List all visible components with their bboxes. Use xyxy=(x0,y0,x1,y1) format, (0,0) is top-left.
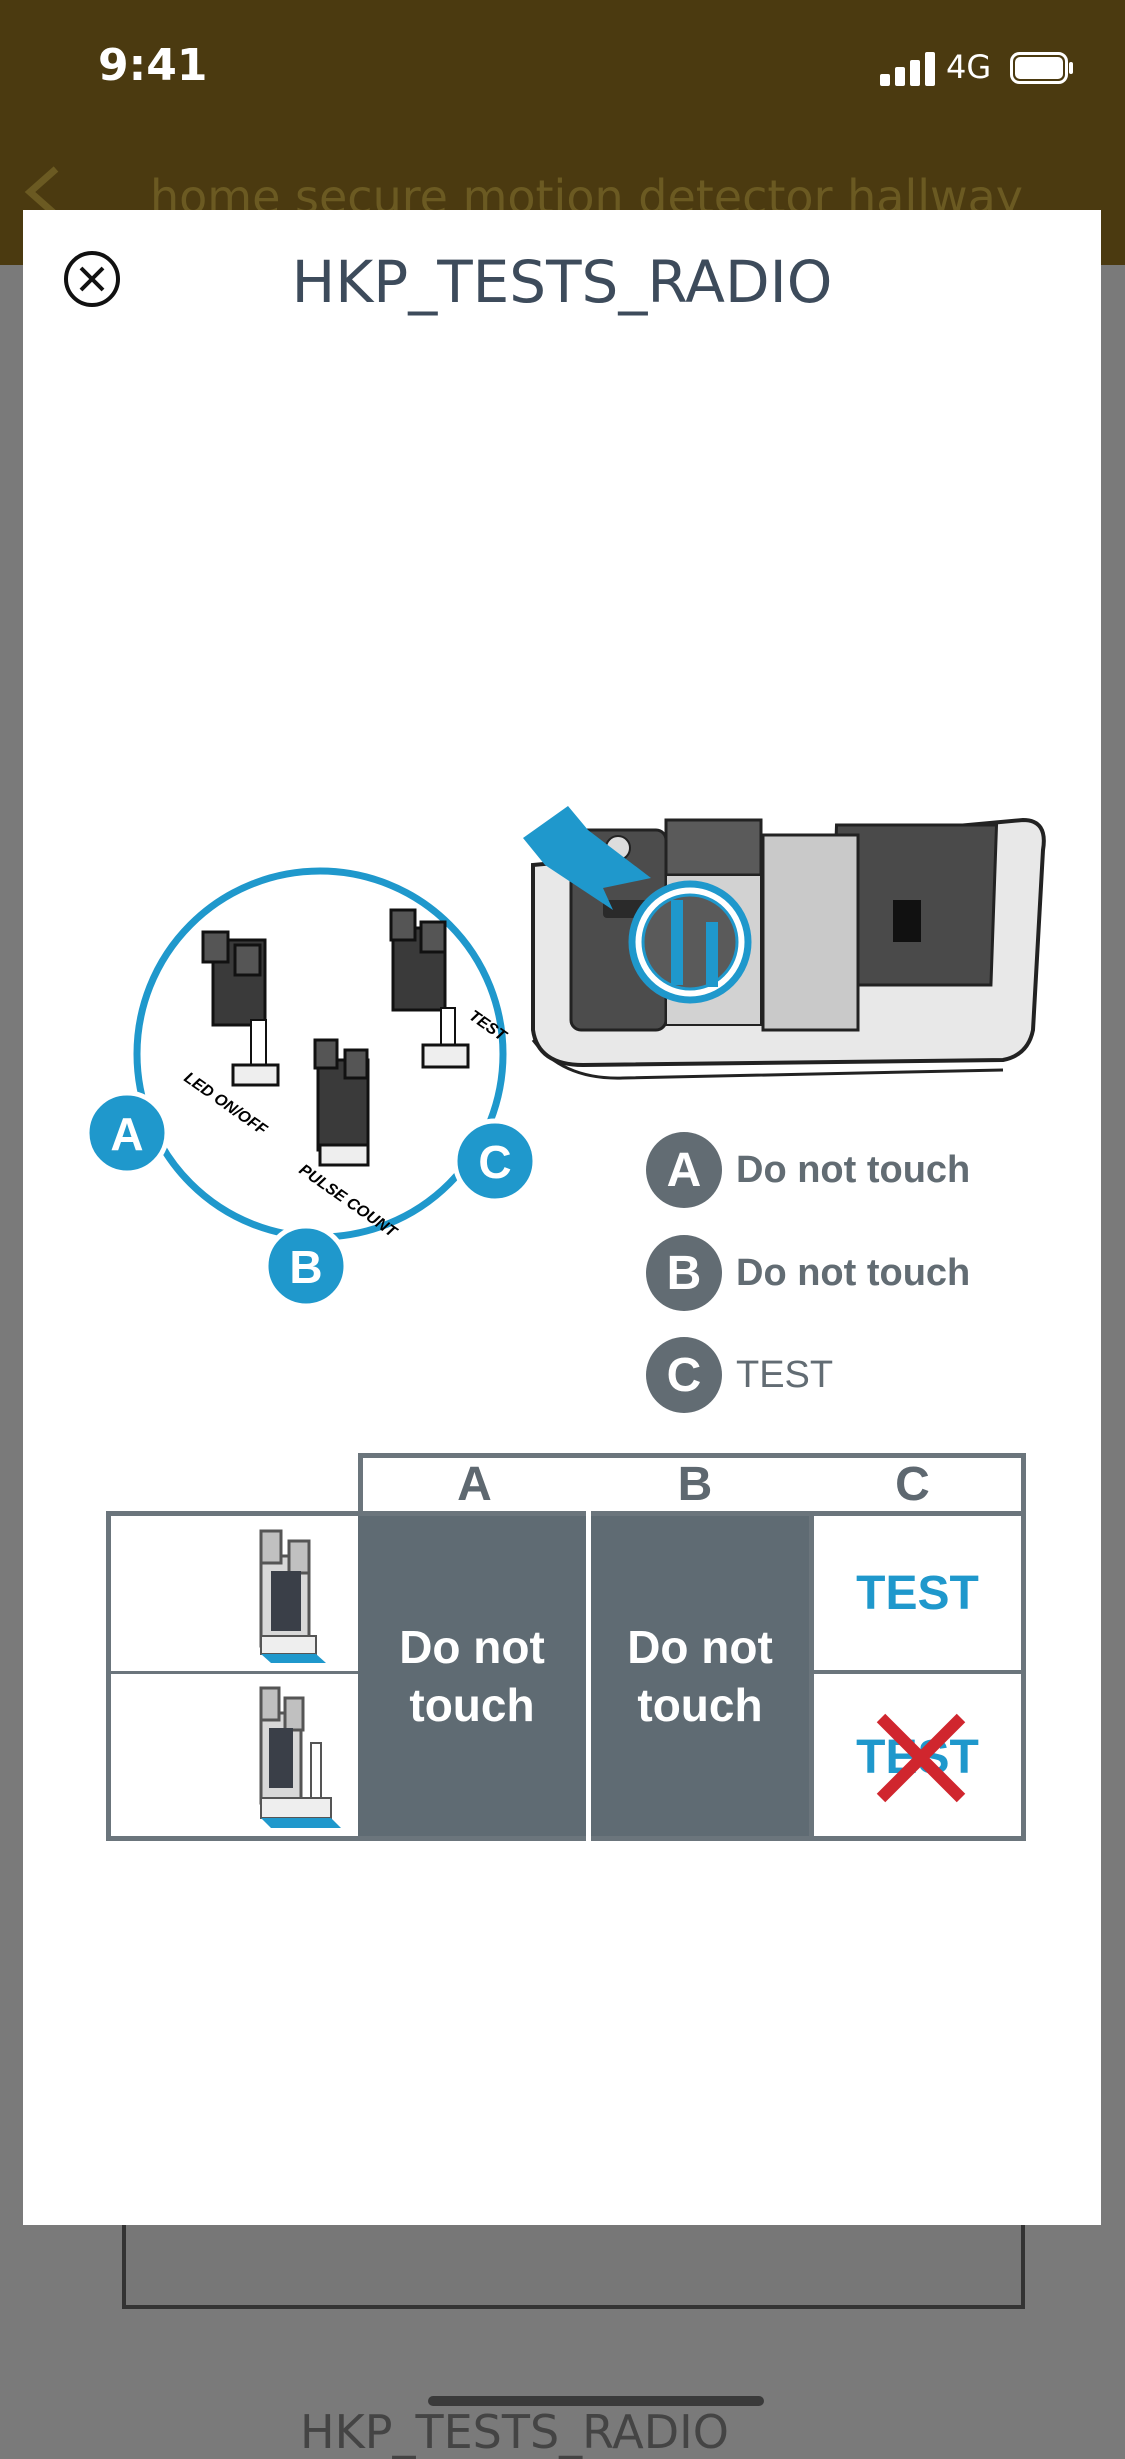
svg-text:B: B xyxy=(289,1241,322,1293)
network-type: 4G xyxy=(946,48,992,86)
close-circle-icon[interactable] xyxy=(63,250,121,308)
svg-text:A: A xyxy=(110,1108,143,1160)
table-body-frame xyxy=(106,1511,1026,1841)
status-time: 9:41 xyxy=(98,40,208,91)
background-table-fragment xyxy=(122,2225,1025,2309)
red-cross-icon xyxy=(876,1713,966,1803)
legend-item-a: A Do not touch xyxy=(646,1132,970,1208)
legend-text: Do not touch xyxy=(736,1148,971,1191)
home-indicator xyxy=(428,2396,764,2406)
table-header-b: B xyxy=(586,1453,809,1511)
table-header-c: C xyxy=(804,1453,1026,1511)
legend-badge: B xyxy=(646,1235,722,1311)
legend-text: Do not touch xyxy=(736,1251,971,1294)
badge-b: B xyxy=(263,1223,349,1309)
jumper-closed-icon xyxy=(111,1529,358,1674)
cellular-signal-icon xyxy=(880,52,935,86)
badge-a: A xyxy=(84,1090,170,1176)
modal-title: HKP_TESTS_RADIO xyxy=(291,248,833,316)
svg-text:C: C xyxy=(478,1136,511,1188)
help-modal: HKP_TESTS_RADIO xyxy=(23,210,1101,2225)
jumper-illustration: LED ON/OFF PULSE COUNT TEST xyxy=(84,806,1046,1309)
jumper-table: A B C xyxy=(106,1453,1026,1841)
jumper-closeup: LED ON/OFF PULSE COUNT TEST xyxy=(84,867,538,1309)
back-chevron-icon[interactable] xyxy=(22,165,62,219)
legend-item-b: B Do not touch xyxy=(646,1235,970,1311)
column-divider xyxy=(809,1511,814,1841)
legend-item-c: C TEST xyxy=(646,1337,833,1413)
legend-text: TEST xyxy=(736,1353,834,1396)
legend-badge: C xyxy=(646,1337,722,1413)
legend-badge: A xyxy=(646,1132,722,1208)
detector-device-drawing xyxy=(523,806,1046,1080)
table-header-a: A xyxy=(358,1453,591,1511)
column-divider xyxy=(586,1511,591,1841)
battery-icon xyxy=(1010,52,1073,84)
badge-c: C xyxy=(452,1118,538,1204)
jumper-open-icon xyxy=(259,1686,341,1828)
table-cell-c-test: TEST xyxy=(814,1516,1021,1674)
background-bottom-title: HKP_TESTS_RADIO xyxy=(300,2405,729,2459)
